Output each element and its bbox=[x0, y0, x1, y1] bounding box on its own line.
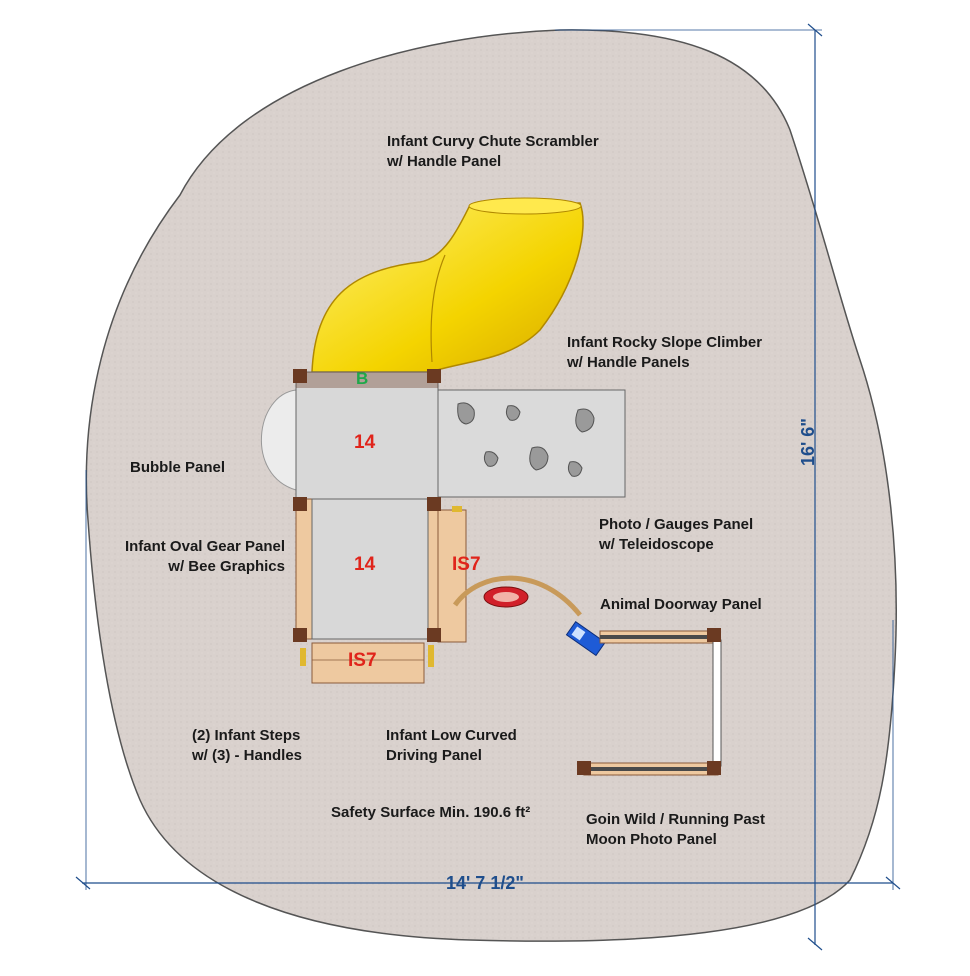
rocky-label: Infant Rocky Slope Climber w/ Handle Pan… bbox=[567, 333, 762, 373]
steps-label-line2: w/ (3) - Handles bbox=[192, 747, 303, 764]
steps-label-line1: (2) Infant Steps bbox=[192, 727, 301, 744]
step-bottom bbox=[311, 642, 425, 684]
step-bottom-number: IS7 bbox=[348, 650, 377, 671]
chute-label-line1: Infant Curvy Chute Scrambler bbox=[387, 133, 599, 150]
bubble-panel bbox=[261, 389, 297, 491]
step-right bbox=[437, 509, 467, 643]
steps-label: (2) Infant Steps w/ (3) - Handles bbox=[192, 726, 302, 766]
lower-deck bbox=[311, 498, 429, 640]
curved-driving-panel bbox=[452, 575, 582, 617]
rocky-slope-climber bbox=[437, 389, 626, 498]
bubble-label: Bubble Panel bbox=[130, 458, 225, 478]
driving-label: Infant Low Curved Driving Panel bbox=[386, 726, 517, 766]
goin-wild-label-line1: Goin Wild / Running Past bbox=[586, 811, 766, 828]
steering-wheel bbox=[483, 586, 529, 608]
deck-posts bbox=[293, 369, 441, 642]
goin-wild-label: Goin Wild / Running Past Moon Photo Pane… bbox=[586, 810, 765, 850]
curvy-chute bbox=[311, 197, 584, 373]
deck-letter: B bbox=[356, 369, 369, 388]
photo-gauges-label-line1: Photo / Gauges Panel bbox=[599, 516, 754, 533]
width-dimension: 14' 7 1/2" bbox=[446, 873, 524, 893]
upper-deck bbox=[295, 371, 439, 500]
animal-door-label: Animal Doorway Panel bbox=[600, 595, 762, 615]
bubble-label-line1: Bubble Panel bbox=[130, 459, 226, 476]
oval-gear-label-line2: w/ Bee Graphics bbox=[168, 558, 285, 575]
goin-wild-label-line2: Moon Photo Panel bbox=[586, 831, 717, 848]
photo-gauges-label: Photo / Gauges Panel w/ Teleidoscope bbox=[599, 515, 753, 555]
animal-door-label-line1: Animal Doorway Panel bbox=[600, 596, 762, 613]
lower-deck-number: 14 bbox=[354, 554, 376, 575]
chute-label: Infant Curvy Chute Scrambler w/ Handle P… bbox=[387, 132, 599, 172]
goin-wild-panel bbox=[577, 628, 722, 776]
driving-label-line1: Infant Low Curved bbox=[386, 727, 517, 744]
height-dimension: 16' 6" bbox=[798, 418, 818, 466]
upper-deck-number: 14 bbox=[354, 432, 376, 453]
safety-surface-label: Safety Surface Min. 190.6 ft² bbox=[331, 804, 531, 821]
rocky-label-line2: w/ Handle Panels bbox=[567, 354, 690, 371]
chute-label-line2: w/ Handle Panel bbox=[387, 153, 502, 170]
driving-label-line2: Driving Panel bbox=[386, 747, 482, 764]
rocky-label-line1: Infant Rocky Slope Climber bbox=[567, 334, 763, 351]
photo-gauges-label-line2: w/ Teleidoscope bbox=[599, 536, 714, 553]
oval-gear-label-line1: Infant Oval Gear Panel bbox=[124, 538, 285, 555]
handles bbox=[300, 506, 462, 667]
step-right-number: IS7 bbox=[452, 554, 481, 575]
oval-gear-label: Infant Oval Gear Panel w/ Bee Graphics bbox=[80, 537, 285, 577]
dimension-lines bbox=[75, 23, 901, 951]
animal-doorway-panel bbox=[565, 620, 606, 657]
